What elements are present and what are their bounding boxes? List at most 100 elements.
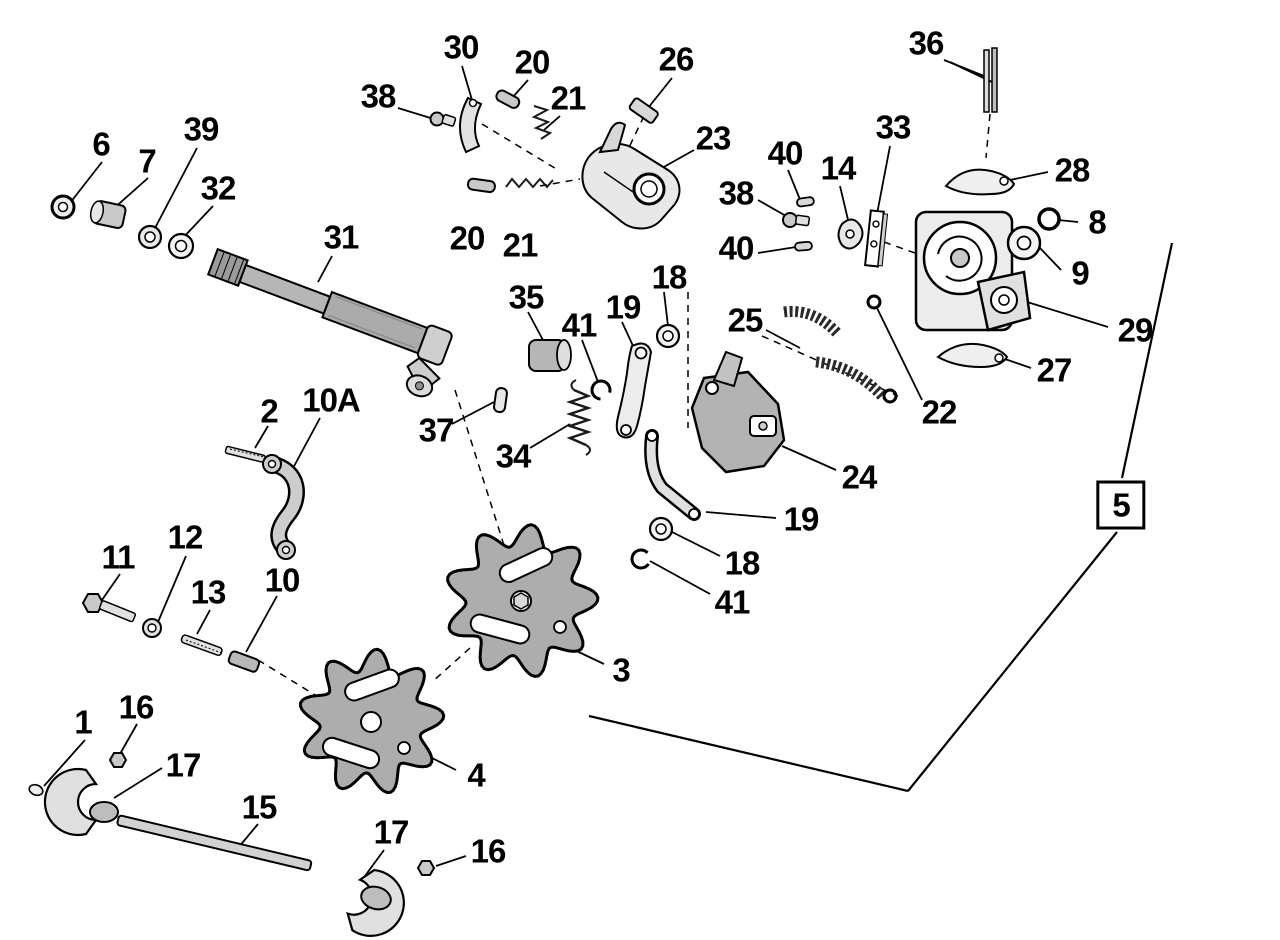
leader-line [671, 531, 721, 557]
part-21-springs [505, 105, 554, 189]
part-40-pins [794, 196, 815, 252]
leader-line [196, 609, 211, 635]
part-7-spacer [89, 200, 127, 230]
part-20-pins [466, 89, 521, 194]
part-18-washer-lower [648, 516, 674, 542]
leader-line [781, 445, 837, 471]
assembly-axis-line [539, 178, 581, 187]
part-26-pin [628, 97, 659, 124]
part-34-spring [566, 379, 592, 456]
leader-line [1009, 171, 1049, 181]
leader-line [757, 246, 797, 254]
leader-line [839, 185, 850, 225]
part-10A-link [262, 454, 305, 560]
leader-line [113, 767, 163, 799]
leader-line [765, 329, 801, 349]
leader-line [451, 401, 495, 425]
leader-line [757, 199, 787, 217]
leader-line [254, 425, 269, 449]
leader-line [621, 321, 635, 349]
part-13-stud [180, 634, 223, 657]
part-29-cover-assembly [914, 210, 1032, 332]
part-32-washer [167, 232, 195, 260]
part-39-washer [137, 224, 163, 250]
leader-line [157, 555, 187, 623]
part-2-screw [224, 445, 266, 463]
item-5-bracket-line [1120, 242, 1174, 479]
part-6-seal-ring [50, 194, 76, 220]
assembly-axis-line [761, 335, 899, 397]
leader-line [661, 149, 695, 169]
part-16-nut-left [108, 752, 128, 768]
part-41-circlip-lower [630, 548, 652, 570]
part-22-spring-ends [866, 294, 898, 404]
assembly-axis-line [454, 389, 509, 559]
part-31-shifter-shaft [206, 247, 453, 398]
item-5-bracket-line [588, 714, 909, 793]
part-27-lever [936, 342, 1009, 369]
leader-line [245, 595, 278, 653]
part-1-pin [28, 783, 44, 797]
part-33-plate [864, 209, 889, 268]
leader-line [705, 511, 777, 519]
assembly-axis-line [257, 659, 321, 699]
part-3-cam-plate [446, 523, 600, 678]
part-19-arm-lower [644, 429, 701, 521]
leader-line [153, 147, 198, 231]
leader-line [101, 573, 121, 601]
part-4-cam-plate [298, 647, 446, 795]
leader-line [1057, 219, 1079, 223]
part-15-rod [116, 814, 313, 872]
item-5-bracket-line [907, 531, 1118, 792]
part-30-plate [459, 96, 483, 154]
part-38-screw-top [429, 111, 457, 127]
leader-line [581, 339, 599, 383]
leader-line [647, 77, 673, 109]
leader-line [119, 723, 138, 755]
leader-line [649, 560, 711, 595]
part-25-torsion-springs [783, 305, 887, 400]
leader-line [1004, 358, 1032, 369]
leader-line [69, 161, 103, 204]
leader-line [876, 145, 891, 215]
assembly-axis-line [431, 647, 471, 683]
part-17-fork-right-hub [360, 885, 392, 911]
part-14-bracket [837, 218, 864, 250]
leader-line [435, 855, 467, 867]
leader-line [543, 115, 561, 131]
part-18-washer-upper [655, 323, 681, 349]
leader-line [527, 311, 545, 343]
leader-line [317, 255, 333, 283]
part-16-nut-right [416, 860, 436, 876]
part-28-lever [944, 168, 1016, 196]
part-11-bolt [81, 593, 137, 623]
leader-line [1013, 297, 1109, 328]
leader-line [1038, 246, 1062, 271]
part-9-washer [1006, 225, 1042, 261]
part-37-pin [493, 387, 508, 414]
assembly-axis-line [481, 123, 559, 171]
part-24-pawl-carrier [690, 350, 786, 474]
part-41-circlip-upper [590, 379, 612, 401]
assembly-axis-line [985, 113, 991, 159]
part-8-ring [1037, 207, 1061, 231]
part-12-lock-washer [142, 618, 162, 638]
part-19-arm-upper [615, 342, 653, 439]
part-35-bushing [528, 339, 572, 372]
part-23-lever-assembly [581, 121, 681, 230]
part-38-screw-right [782, 212, 811, 228]
assembly-axis-line [883, 241, 916, 254]
diagram-lines [43, 59, 1174, 881]
part-10-pin [227, 650, 261, 673]
leader-line [663, 291, 669, 327]
leader-line [787, 169, 802, 203]
leader-line [43, 739, 86, 787]
leader-line [291, 417, 321, 471]
leader-line [529, 423, 571, 449]
leader-line [875, 305, 923, 401]
leader-line [511, 79, 529, 99]
part-17-fork-left [43, 767, 119, 837]
leader-line [461, 65, 473, 101]
